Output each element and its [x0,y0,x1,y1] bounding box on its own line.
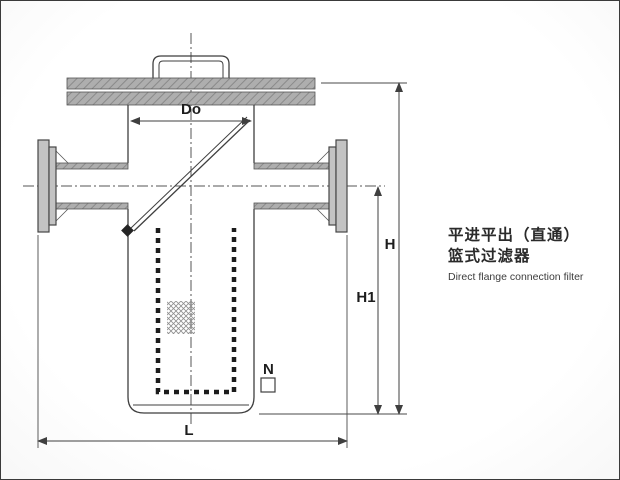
title-block: 平进平出（直通） 篮式过滤器 Direct flange connection … [448,225,618,285]
pipe-wall [55,162,129,170]
dimension-l: L [37,235,348,448]
screen-diagonal [121,116,251,237]
dim-label-h: H [385,236,396,253]
pipe-run [55,150,330,222]
top-cover-flange [66,77,316,106]
body-flange [66,91,316,106]
pipe-wall [253,162,330,170]
dimension-h1: H1 [356,186,382,415]
port-label-n: N [263,361,274,378]
inlet-flange [37,139,57,233]
drain-port: N [260,361,276,393]
dim-label-do: Do [181,101,201,118]
product-title-cn-line2: 篮式过滤器 [448,248,531,265]
product-title-en: Direct flange connection filter [448,271,584,283]
outlet-flange [328,139,348,233]
filter-basket [155,228,237,395]
dimension-h: H [259,82,407,415]
vessel-body [127,105,255,414]
dim-label-l: L [184,422,193,439]
screen-clamp [121,224,134,237]
pipe-wall [253,202,330,210]
dimension-do: Do [130,101,252,125]
mesh-texture [167,301,195,334]
product-title-cn-line1: 平进平出（直通） [448,227,581,244]
drain-port-square [260,377,276,393]
pipe-wall [55,202,129,210]
cover-plate [66,77,316,90]
lifting-handle [152,55,230,78]
dim-label-h1: H1 [356,289,375,306]
